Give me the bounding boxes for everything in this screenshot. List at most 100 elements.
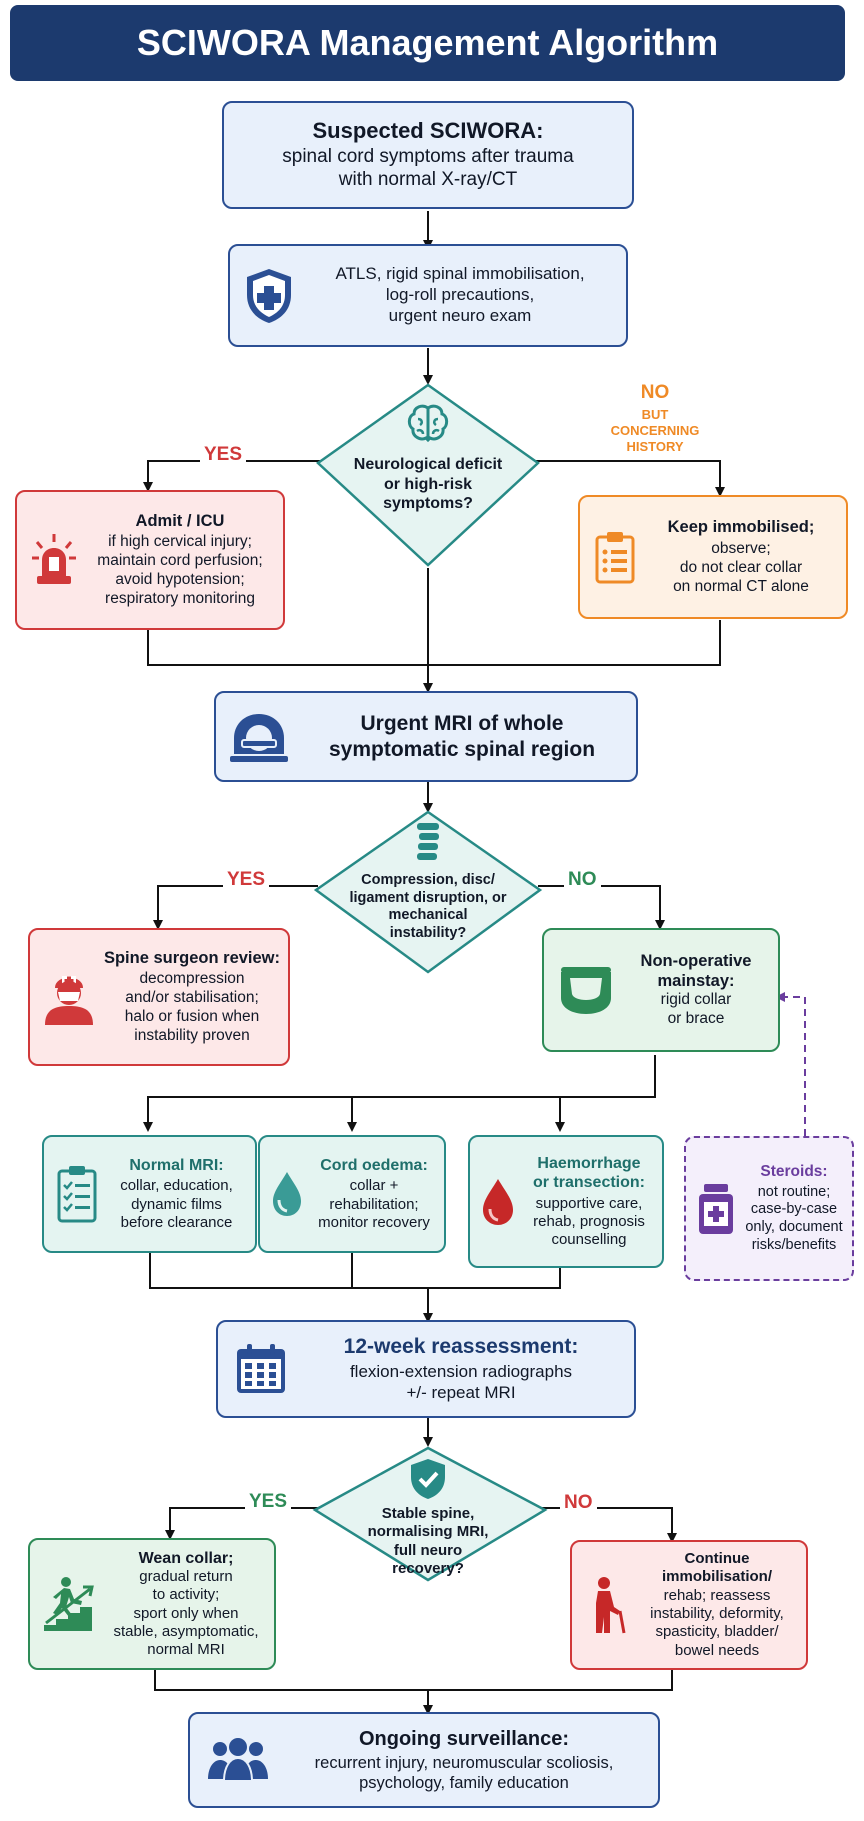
normal-mri-box: Normal MRI: collar, education, dynamic f…	[42, 1135, 257, 1253]
reassessment-box: 12-week reassessment: flexion-extension …	[216, 1320, 636, 1418]
decision3-question: Stable spine, normalising MRI, full neur…	[340, 1505, 516, 1578]
oedema-line1: collar +	[349, 1177, 399, 1195]
wean-line4: sport only when	[133, 1604, 239, 1622]
surgeon-line2: and/or stabilisation;	[125, 989, 259, 1007]
wean-line6: normal MRI	[147, 1641, 225, 1659]
decision3-no-label: NO	[560, 1492, 597, 1514]
normal-mri-heading: Normal MRI:	[129, 1156, 224, 1174]
admit-line2: maintain cord perfusion;	[97, 552, 263, 570]
surgeon-line3: halo or fusion when	[124, 1008, 260, 1026]
decision1-line3: symptoms?	[383, 495, 473, 513]
elderly-person-icon	[584, 1575, 628, 1635]
haem-line2: rehab, prognosis	[533, 1212, 645, 1230]
suspected-sciwora-box: Suspected SCIWORA: spinal cord symptoms …	[222, 101, 634, 209]
steroids-box: Steroids: not routine; case-by-case only…	[684, 1136, 854, 1281]
wean-line3: to activity;	[152, 1586, 220, 1604]
continue-line6: bowel needs	[674, 1641, 760, 1659]
decision1-no-sub1: BUT	[641, 407, 669, 423]
reassess-line1: flexion-extension radiographs	[349, 1362, 573, 1382]
surveillance-heading: Ongoing surveillance:	[358, 1727, 570, 1750]
wean-line1: Wean collar;	[138, 1549, 234, 1567]
suspected-line1: spinal cord symptoms after trauma	[282, 146, 574, 168]
decision-diamond-instability	[313, 810, 543, 974]
admit-icu-box: Admit / ICU if high cervical injury; mai…	[15, 490, 285, 630]
wean-line5: stable, asymptomatic,	[113, 1622, 259, 1640]
wean-line2: gradual return	[139, 1568, 233, 1586]
decision1-yes-label: YES	[200, 444, 247, 466]
decision1-no: NO	[640, 382, 670, 403]
haem-heading2: or transection:	[532, 1174, 645, 1192]
spine-icon	[413, 822, 443, 871]
spine-surgeon-box: Spine surgeon review: decompression and/…	[28, 928, 290, 1066]
atls-line2: log-roll precautions,	[385, 285, 535, 305]
admit-line1: if high cervical injury;	[108, 533, 252, 551]
surveillance-line2: psychology, family education	[359, 1774, 569, 1793]
steroids-line4: risks/benefits	[751, 1236, 837, 1253]
decision2-line2: ligament disruption, or	[349, 889, 507, 906]
steroids-heading: Steroids:	[760, 1162, 828, 1180]
oedema-heading: Cord oedema:	[320, 1156, 428, 1174]
atls-line1: ATLS, rigid spinal immobilisation,	[335, 264, 585, 284]
page-title: SCIWORA Management Algorithm	[136, 22, 719, 63]
keep-line1: observe;	[711, 540, 771, 558]
decision1-no-sub3: HISTORY	[626, 438, 684, 454]
suspected-heading: Suspected SCIWORA:	[312, 118, 544, 144]
decision1-line1: Neurological deficit	[353, 456, 503, 473]
surgeon-line1: decompression	[139, 970, 245, 988]
cervical-collar-icon	[558, 964, 614, 1016]
decision-diamond-neuro	[316, 383, 540, 567]
mri-line2: symptomatic spinal region	[328, 737, 596, 761]
urgent-mri-box: Urgent MRI of whole symptomatic spinal r…	[214, 691, 638, 782]
nonop-line2: or brace	[667, 1010, 725, 1028]
title-bar: SCIWORA Management Algorithm	[10, 5, 845, 81]
wean-collar-box: Wean collar; gradual return to activity;…	[28, 1538, 276, 1670]
decision3-line2: normalising MRI,	[367, 1523, 489, 1541]
haem-line3: counselling	[551, 1231, 627, 1249]
surveillance-box: Ongoing surveillance: recurrent injury, …	[188, 1712, 660, 1808]
decision1-question: Neurological deficit or high-risk sympto…	[328, 455, 528, 514]
continue-line2: immobilisation/	[661, 1568, 772, 1586]
decision-diamond-stable	[312, 1446, 548, 1582]
continue-line4: instability, deformity,	[650, 1605, 784, 1622]
decision3-line4: recovery?	[392, 1559, 464, 1577]
reassess-line2: +/- repeat MRI	[406, 1382, 516, 1402]
medicine-bottle-icon	[696, 1182, 736, 1236]
surgeon-line4: instability proven	[134, 1026, 250, 1044]
admit-line3: avoid hypotension;	[115, 571, 245, 589]
keep-line3: on normal CT alone	[673, 578, 809, 596]
keep-heading: Keep immobilised;	[667, 518, 815, 537]
continue-line1: Continue	[684, 1550, 750, 1568]
decision2-line3: mechanical	[388, 907, 468, 924]
shield-check-icon	[408, 1457, 448, 1506]
non-operative-box: Non-operative mainstay: rigid collar or …	[542, 928, 780, 1052]
mri-scanner-icon	[230, 710, 288, 764]
surgeon-icon	[42, 968, 96, 1026]
normal-mri-line2: dynamic films	[131, 1195, 222, 1213]
continue-immobilisation-box: Continue immobilisation/ rehab; reassess…	[570, 1540, 808, 1670]
decision2-line1: Compression, disc/	[361, 872, 495, 888]
decision2-question: Compression, disc/ ligament disruption, …	[338, 872, 518, 943]
calendar-icon	[234, 1342, 288, 1396]
reassess-heading: 12-week reassessment:	[343, 1335, 579, 1359]
oedema-line2: rehabilitation;	[329, 1195, 419, 1213]
surveillance-line1: recurrent injury, neuromuscular scoliosi…	[314, 1754, 614, 1773]
decision1-no-sub2: CONCERNING	[610, 423, 700, 439]
nonop-heading1: Non-operative	[640, 951, 752, 970]
haem-line1: supportive care,	[535, 1194, 643, 1212]
water-drop-icon	[270, 1170, 304, 1218]
haem-heading1: Haemorrhage	[537, 1154, 641, 1172]
siren-icon	[31, 532, 77, 588]
mri-line1: Urgent MRI of whole	[360, 711, 564, 735]
keep-line2: do not clear collar	[679, 559, 803, 577]
atls-box: ATLS, rigid spinal immobilisation, log-r…	[228, 244, 628, 347]
nonop-line1: rigid collar	[660, 991, 732, 1009]
cord-oedema-box: Cord oedema: collar + rehabilitation; mo…	[258, 1135, 446, 1253]
decision2-line4: instability?	[389, 925, 467, 942]
people-group-icon	[206, 1737, 270, 1783]
decision3-yes-label: YES	[245, 1491, 292, 1513]
decision3-line1: Stable spine,	[381, 1505, 475, 1522]
normal-mri-line3: before clearance	[120, 1213, 233, 1231]
steroids-line2: case-by-case	[750, 1201, 838, 1218]
steroids-line3: only, document	[745, 1218, 843, 1235]
